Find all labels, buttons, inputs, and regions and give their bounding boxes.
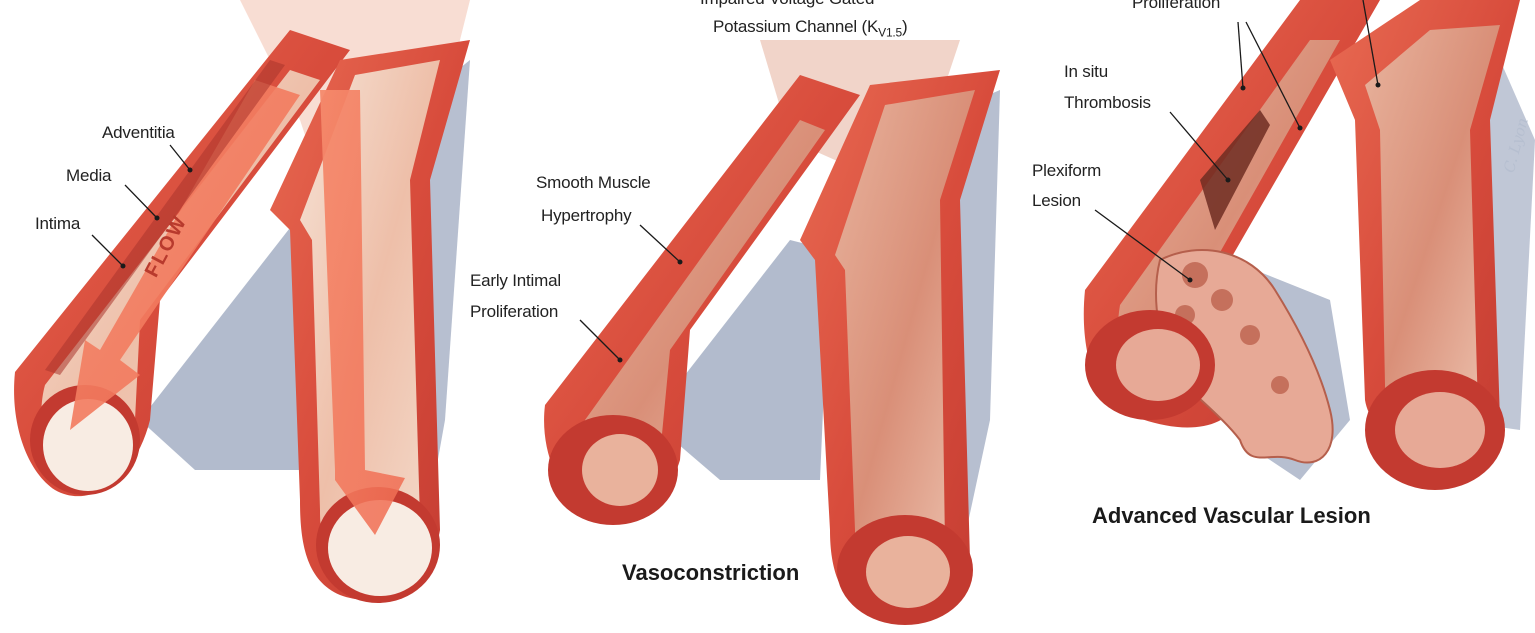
label-plexiform-line1: Plexiform [1032, 160, 1101, 181]
leader-proliferation-b-dot [1298, 126, 1303, 131]
leader-media-dot [155, 216, 160, 221]
label-impaired-channel-line1: Impaired Voltage Gated [700, 0, 874, 9]
label-smooth-muscle-line1: Smooth Muscle [536, 172, 651, 193]
adv-plexiform-channel [1211, 289, 1233, 311]
leader-proliferation-a-dot [1241, 86, 1246, 91]
leader-plexiform-dot [1188, 278, 1193, 283]
leader-thrombosis-dot [1226, 178, 1231, 183]
label-impaired-channel-line2: Potassium Channel (KV1.5) [713, 16, 908, 40]
normal-artery [14, 0, 470, 603]
label-early-intimal-line2: Proliferation [470, 301, 558, 322]
label-potassium-prefix: Potassium Channel (K [713, 17, 878, 36]
label-kv-subscript: V1.5 [878, 25, 902, 39]
caption-vasoconstriction: Vasoconstriction [622, 560, 799, 586]
label-proliferation: Proliferation [1132, 0, 1220, 13]
label-smooth-muscle-line2: Hypertrophy [541, 205, 631, 226]
label-in-situ-line2: Thrombosis [1064, 92, 1151, 113]
label-media: Media [66, 165, 111, 186]
leader-early-intimal-dot [618, 358, 623, 363]
adv-left-opening-inner [1116, 329, 1200, 401]
leader-adventitia-dot [188, 168, 193, 173]
label-in-situ-line1: In situ [1064, 61, 1108, 82]
adv-right-opening-inner [1395, 392, 1485, 468]
vasoconstriction-artery [544, 40, 1000, 625]
adv-plexiform-channel [1271, 376, 1289, 394]
adv-plexiform-channel [1240, 325, 1260, 345]
leader-top-channel-dot [1376, 83, 1381, 88]
leader-adventitia [170, 145, 190, 170]
label-plexiform-line2: Lesion [1032, 190, 1081, 211]
leader-smooth-muscle-dot [678, 260, 683, 265]
adv-plexiform-channel [1182, 262, 1208, 288]
leader-intima-dot [121, 264, 126, 269]
caption-advanced-lesion: Advanced Vascular Lesion [1092, 503, 1371, 529]
label-adventitia: Adventitia [102, 122, 175, 143]
vaso-right-opening-inner [866, 536, 950, 608]
advanced-artery [1084, 0, 1535, 490]
label-potassium-suffix: ) [902, 17, 907, 36]
leader-proliferation-a [1238, 22, 1243, 88]
label-early-intimal-line1: Early Intimal [470, 270, 561, 291]
vaso-left-opening-inner [582, 434, 658, 506]
label-intima: Intima [35, 213, 80, 234]
